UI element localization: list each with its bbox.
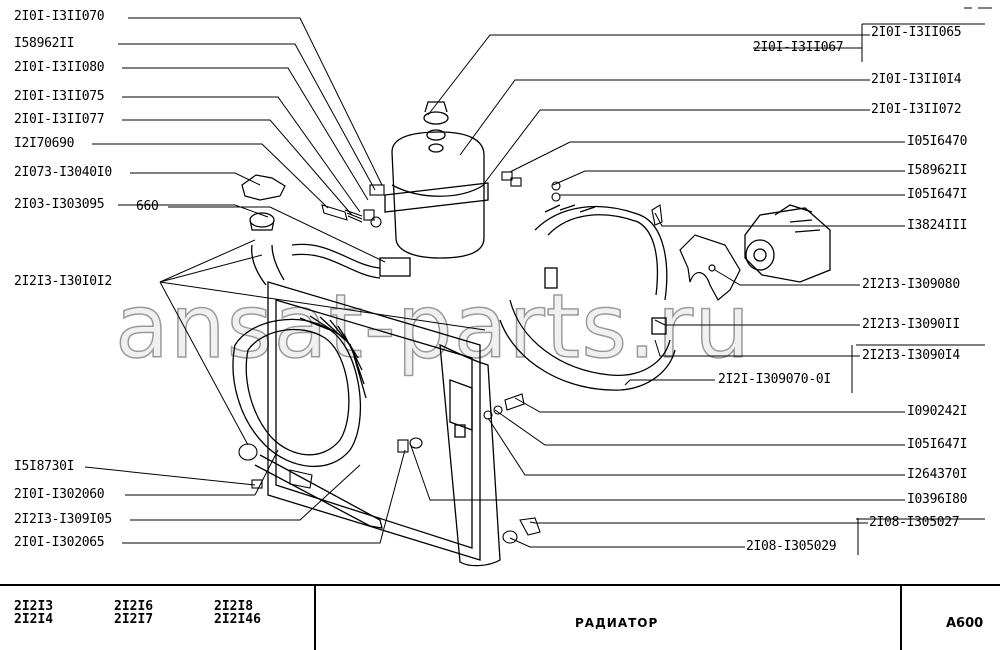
part-label-2103-1303095: 2I03-I303095: [14, 197, 105, 212]
right-bolts: [483, 171, 663, 544]
part-label-2101-1311080: 2I0I-I3II080: [14, 60, 105, 75]
model-21216: 2I2I6: [114, 599, 154, 614]
part-label-21213-1301012: 2I2I3-I30I0I2: [14, 274, 112, 289]
model-col-3: 2I2I8 2I2I46: [214, 600, 261, 626]
part-label-10902421: I090242I: [907, 404, 968, 419]
part-label-21213-1309014: 2I2I3-I3090I4: [862, 348, 960, 363]
part-label-2101-1302060: 2I0I-I302060: [14, 487, 105, 502]
model-21217: 2I2I7: [114, 612, 154, 627]
model-21218: 2I2I8: [214, 599, 254, 614]
part-label-660: 660: [136, 199, 159, 214]
part-label-2101-1311072: 2I0I-I3II072: [871, 102, 962, 117]
part-label-10516471: I05I647I: [907, 187, 968, 202]
part-label-12170690: I2I70690: [14, 136, 75, 151]
part-label-15896211-r: I58962II: [907, 163, 968, 178]
model-21214: 2I2I4: [14, 612, 54, 627]
leader-lines-left: [84, 17, 486, 544]
part-label-2121-1309070-01: 2I2I-I309070-0I: [718, 372, 831, 387]
model-21213: 2I2I3: [14, 599, 54, 614]
part-label-2101-1302065: 2I0I-I302065: [14, 535, 105, 550]
model-212146: 2I2I46: [214, 612, 261, 627]
ref-brackets: [856, 7, 992, 520]
part-label-15896211: I58962II: [14, 36, 75, 51]
part-label-12643701: I264370I: [907, 467, 968, 482]
part-label-2101-1311077: 2I0I-I3II077: [14, 112, 105, 127]
part-label-2101-1311070: 2I0I-I3II070: [14, 9, 105, 24]
radiator-core: [267, 281, 501, 567]
part-label-10396180: I0396I80: [907, 492, 968, 507]
page-code: A600: [946, 616, 984, 631]
assembly-title: РАДИАТОР: [575, 616, 659, 630]
hoses: [251, 243, 411, 286]
part-label-2101-1311075: 2I0I-I3II075: [14, 89, 105, 104]
leader-lines-right: [409, 24, 905, 555]
lower-small-parts: [238, 437, 423, 489]
diagram-drawing: [84, 7, 992, 567]
fan-motor: [744, 204, 831, 283]
tank-fasteners: [321, 184, 385, 228]
footer-divider-1: [314, 586, 316, 650]
part-label-2108-1305029: 2I08-I305029: [746, 539, 837, 554]
part-label-13824111: I3824III: [907, 218, 968, 233]
model-col-1: 2I2I3 2I2I4: [14, 600, 53, 626]
title-block: 2I2I3 2I2I4 2I2I6 2I2I7 2I2I8 2I2I46 РАД…: [0, 584, 1000, 650]
expansion-tank: [384, 101, 489, 259]
part-label-2108-1305027: 2I08-I305027: [869, 515, 960, 530]
part-label-21073-1304010: 2I073-I3040I0: [14, 165, 112, 180]
fan-shroud-ring: [232, 315, 383, 529]
radiator-cap-drawing: [241, 174, 286, 231]
models-cell: 2I2I3 2I2I4 2I2I6 2I2I7 2I2I8 2I2I46: [0, 586, 314, 650]
footer-divider-2: [900, 586, 902, 650]
part-label-10516470: I05I6470: [907, 134, 968, 149]
part-label-15187301: I5I8730I: [14, 459, 75, 474]
fan-shroud-large: [499, 204, 676, 391]
part-label-2101-1311014: 2I0I-I3II0I4: [871, 72, 962, 87]
part-label-21213-1309105: 2I2I3-I309I05: [14, 512, 112, 527]
part-label-10516471-b: I05I647I: [907, 437, 968, 452]
part-label-21213-1309011: 2I2I3-I3090II: [862, 317, 960, 332]
watermark: ansat-parts.ru: [114, 274, 751, 379]
radiator-exploded-diagram: ansat-parts.ru 2I0I-I3II070 I58962II 2I0…: [14, 7, 992, 567]
part-label-2101-1311067: 2I0I-I3II067: [753, 40, 844, 55]
part-label-2101-1311065: 2I0I-I3II065: [871, 25, 962, 40]
model-col-2: 2I2I6 2I2I7: [114, 600, 153, 626]
motor-bracket: [679, 234, 741, 301]
part-label-21213-1309080: 2I2I3-I309080: [862, 277, 960, 292]
